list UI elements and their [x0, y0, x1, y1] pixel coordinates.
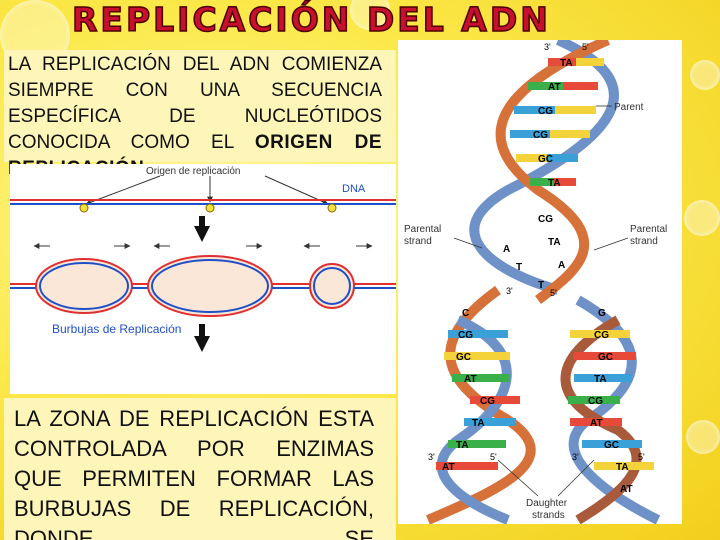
decor-bubble: [686, 420, 720, 454]
leader-line: [497, 459, 539, 497]
daughter-strands-label-2: strands: [532, 510, 565, 521]
pair-label: TA: [616, 462, 629, 473]
decor-bubble: [690, 60, 720, 90]
origin-dot: [79, 203, 89, 213]
pair-label: TA: [548, 178, 561, 189]
pair-label: CG: [594, 330, 609, 341]
base-pairs-left: [436, 330, 520, 470]
prime-label: 3': [428, 452, 435, 462]
intro-panel: [4, 50, 396, 162]
pair-label: TA: [594, 374, 607, 385]
replication-bubbles-diagram: Origen de replicación DNA: [10, 164, 396, 394]
pair-label: CG: [458, 330, 473, 341]
strand-left-blue: [436, 315, 512, 525]
base-pairs-top: [510, 58, 604, 186]
prime-label: 5': [638, 452, 645, 462]
prime-label: 5': [550, 288, 557, 298]
pair-label: TA: [472, 418, 485, 429]
decor-bubble: [684, 200, 720, 236]
leader-line: [593, 237, 629, 251]
parental-strand-right-label: Parental: [630, 224, 667, 235]
pair-label: GC: [456, 352, 471, 363]
down-arrow-icon: [194, 324, 210, 352]
leader-line: [557, 459, 595, 497]
intro-text: LA REPLICACIÓN DEL ADN COMIENZA SIEMPRE …: [8, 52, 382, 182]
pair-label: GC: [538, 154, 553, 165]
base-letter: T: [516, 262, 522, 273]
prime-label: 5': [582, 42, 589, 52]
dna-label: DNA: [342, 183, 366, 195]
pair-label: AT: [464, 374, 477, 385]
zone-panel: [4, 398, 396, 540]
pair-label: CG: [538, 106, 553, 117]
parent-label: Parent: [614, 102, 644, 113]
pair-label: CG: [480, 396, 495, 407]
pair-label: G: [598, 308, 606, 319]
base-letter: T: [538, 280, 544, 291]
pair-label: AT: [620, 484, 633, 495]
replication-bubble: [35, 258, 133, 314]
base-letter: A: [558, 260, 565, 271]
pair-label: GC: [604, 440, 619, 451]
origin-dot: [327, 203, 337, 213]
leader-line: [453, 237, 483, 249]
intro-body: LA REPLICACIÓN DEL ADN COMIENZA SIEMPRE …: [8, 54, 382, 153]
down-arrow-icon: [194, 216, 210, 242]
replication-bubble-inner: [39, 262, 129, 310]
base-letter: A: [503, 244, 510, 255]
origin-dot: [205, 203, 215, 213]
prime-label: 3': [572, 452, 579, 462]
parental-strand-left-label: Parental: [404, 224, 441, 235]
replication-bubble: [309, 263, 355, 309]
pair-label: AT: [548, 82, 561, 93]
origin-label: Origen de replicación: [146, 166, 241, 177]
zone-text: LA ZONA DE REPLICACIÓN ESTA CONTROLADA P…: [14, 406, 374, 540]
base-pairs-right: [568, 330, 654, 470]
pair-label: TA: [560, 58, 573, 69]
pair-label: GC: [598, 352, 613, 363]
daughter-strands-label: Daughter: [526, 498, 568, 509]
prime-label: 3': [544, 42, 551, 52]
pair-label: AT: [590, 418, 603, 429]
page-title: REPLICACIÓN DEL ADN: [71, 0, 551, 40]
pair-label: TA: [456, 440, 469, 451]
dna-helix-illustration: TA AT CG CG GC TA CG TA A T T A C CG GC …: [398, 35, 682, 525]
parental-strand-right-label-2: strand: [630, 236, 658, 247]
replication-bubble: [147, 255, 273, 317]
pair-label: TA: [548, 237, 561, 248]
pair-label: CG: [538, 214, 553, 225]
prime-label: 3': [506, 286, 513, 296]
prime-label: 5': [490, 452, 497, 462]
pair-label: CG: [588, 396, 603, 407]
replication-bubble-inner: [313, 267, 351, 305]
parental-strand-left-label-2: strand: [404, 236, 432, 247]
pair-label: C: [462, 308, 469, 319]
bubbles-label: Burbujas de Replicación: [52, 322, 181, 336]
strand-blue-top: [469, 35, 619, 295]
replication-bubble-inner: [151, 259, 269, 313]
pair-label: CG: [533, 130, 548, 141]
pair-label: AT: [442, 462, 455, 473]
